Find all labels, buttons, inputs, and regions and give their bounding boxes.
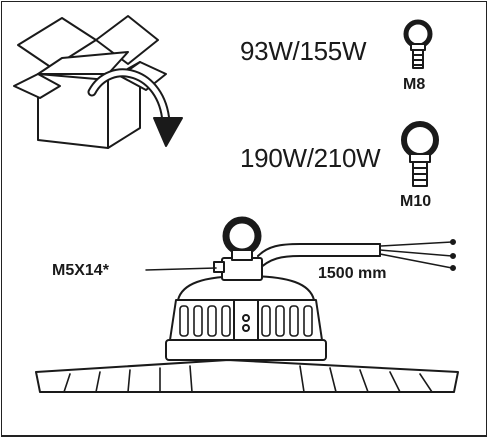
bolt-size-label-m8: M8	[403, 76, 426, 93]
bolt-size-label-m10: M10	[400, 193, 432, 210]
eye-bolt-icon-small	[403, 19, 433, 69]
wattage-label-small: 93W/155W	[240, 36, 367, 66]
eye-bolt-icon-large	[401, 121, 439, 187]
wattage-label-large: 190W/210W	[240, 143, 381, 173]
screw-leader-line	[145, 267, 217, 271]
cable-length-label: 1500 mm	[318, 265, 387, 282]
high-bay-luminaire-icon	[35, 216, 459, 393]
screw-size-label: M5X14*	[52, 262, 109, 279]
flip-arrow-icon	[87, 68, 183, 147]
